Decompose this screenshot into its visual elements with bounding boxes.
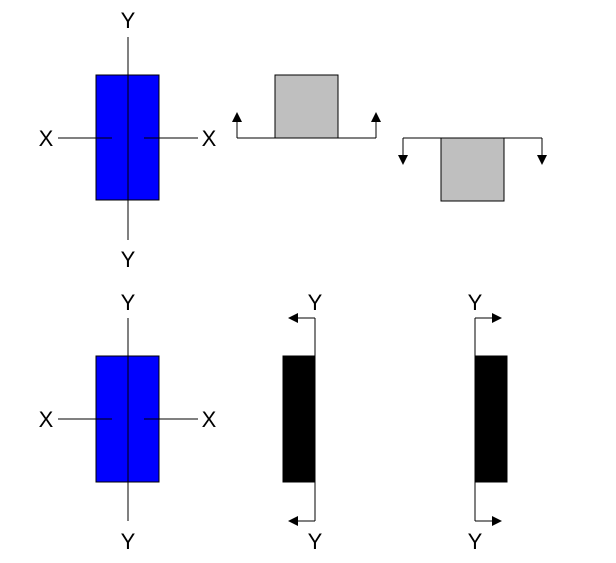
- y-axis-label-top: Y: [308, 290, 323, 315]
- y-axis-label-top: Y: [468, 290, 483, 315]
- x-axis-label-left: X: [39, 126, 54, 151]
- solid-bar: [282, 355, 315, 483]
- top-middle-shaded-block-diagram: [232, 74, 381, 139]
- x-axis-label-right: X: [202, 126, 217, 151]
- solid-bar: [475, 355, 508, 483]
- top-right-shaded-block-diagram: [398, 137, 547, 202]
- bottom-left-section-diagram: Y Y X X: [39, 290, 217, 554]
- shaded-block: [274, 74, 339, 139]
- x-axis-label-left: X: [39, 407, 54, 432]
- shaded-block: [440, 137, 505, 202]
- x-axis-label-right: X: [202, 407, 217, 432]
- y-axis-label-top: Y: [121, 8, 136, 33]
- y-axis-label-top: Y: [121, 290, 136, 315]
- y-axis-label-bottom: Y: [308, 529, 323, 554]
- y-axis-label-bottom: Y: [468, 529, 483, 554]
- y-axis-label-bottom: Y: [121, 529, 136, 554]
- top-left-section-diagram: Y Y X X: [39, 8, 217, 272]
- bottom-middle-solid-bar-diagram: Y Y: [282, 290, 323, 554]
- y-axis-label-bottom: Y: [121, 247, 136, 272]
- bottom-right-solid-bar-diagram: Y Y: [468, 290, 508, 554]
